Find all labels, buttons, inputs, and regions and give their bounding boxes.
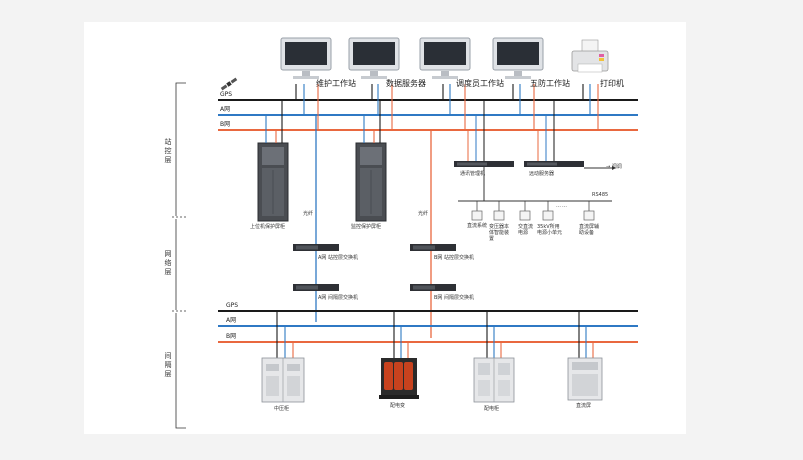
equipment-label: 配电柜 — [484, 406, 500, 412]
workstation-label: 调度员工作站 — [456, 79, 504, 88]
printer-label: 打印机 — [600, 79, 624, 88]
remote-server-device — [524, 161, 584, 167]
device-label: 直流屏辅助设备 — [579, 224, 600, 236]
transformer-icon — [379, 358, 419, 399]
distribution-cabinet-icon — [473, 357, 515, 403]
rs485-label: RS485 — [592, 192, 609, 198]
more-devices-dots: …… — [556, 203, 568, 209]
cabinet-label: 监控保护屏柜 — [351, 224, 382, 230]
equipment-label: 中压柜 — [274, 406, 290, 412]
a-net-label: A网 — [220, 106, 231, 113]
switch-icon — [293, 244, 339, 251]
workstation-label: 五防工作站 — [530, 79, 570, 88]
printer-icon — [571, 39, 609, 73]
device-label: 直流系统 — [467, 223, 488, 229]
workstation-label: 维护工作站 — [316, 79, 356, 88]
satellite-icon — [220, 77, 238, 91]
layer-bracket — [172, 82, 186, 429]
b-net-label: B网 — [226, 333, 237, 340]
device-label: 变压器本体智能装置 — [489, 224, 510, 242]
gps-bus-label: GPS — [220, 91, 233, 98]
switch-label: B网 间隔层交换机 — [434, 295, 475, 301]
device-label: 35kV所用电源小单元 — [537, 224, 563, 236]
comm-manager-label: 通讯管理机 — [460, 171, 486, 177]
layer-label-station: 站控层 — [164, 138, 172, 164]
workstation-drops — [295, 84, 599, 130]
gps-bus-label: GPS — [226, 302, 239, 309]
comm-drops — [458, 100, 616, 202]
cabinet-label: 上位机保护屏柜 — [250, 224, 286, 230]
switch-label: A网 站控层交换机 — [318, 255, 359, 261]
fiber-label: 光纤 — [418, 211, 429, 217]
cabinet-drops — [265, 100, 381, 143]
comm-manager-device — [454, 161, 514, 167]
switch-label: B网 站控层交换机 — [434, 255, 475, 261]
monitor-icon — [419, 37, 471, 79]
switchgear-icon — [261, 357, 305, 403]
dc-panel-icon — [567, 357, 603, 401]
remote-server-label: 远动服务器 — [529, 171, 555, 177]
switch-icon — [410, 284, 456, 291]
equipment-label: 直流屏 — [576, 403, 592, 409]
switch-label: A网 间隔层交换机 — [318, 295, 359, 301]
a-net-label: A网 — [226, 317, 237, 324]
dispatch-label: → 调调 — [606, 164, 622, 170]
monitor-icon — [348, 37, 400, 79]
fiber-label: 光纤 — [303, 211, 314, 217]
switch-icon — [293, 284, 339, 291]
layer-label-bay: 间隔层 — [164, 352, 172, 378]
monitor-icon — [492, 37, 544, 79]
b-net-label: B网 — [220, 121, 231, 128]
cabinet-icon — [257, 142, 289, 222]
workstation-label: 数据服务器 — [386, 79, 426, 88]
equipment-label: 配电变 — [390, 403, 406, 409]
bay-drops — [276, 311, 594, 358]
device-label: 交直流电源 — [518, 224, 534, 236]
monitor-icon — [280, 37, 332, 79]
layer-label-network: 网络层 — [164, 250, 172, 276]
rs485-device-icons — [471, 201, 595, 221]
switch-icon — [410, 244, 456, 251]
cabinet-icon — [355, 142, 387, 222]
